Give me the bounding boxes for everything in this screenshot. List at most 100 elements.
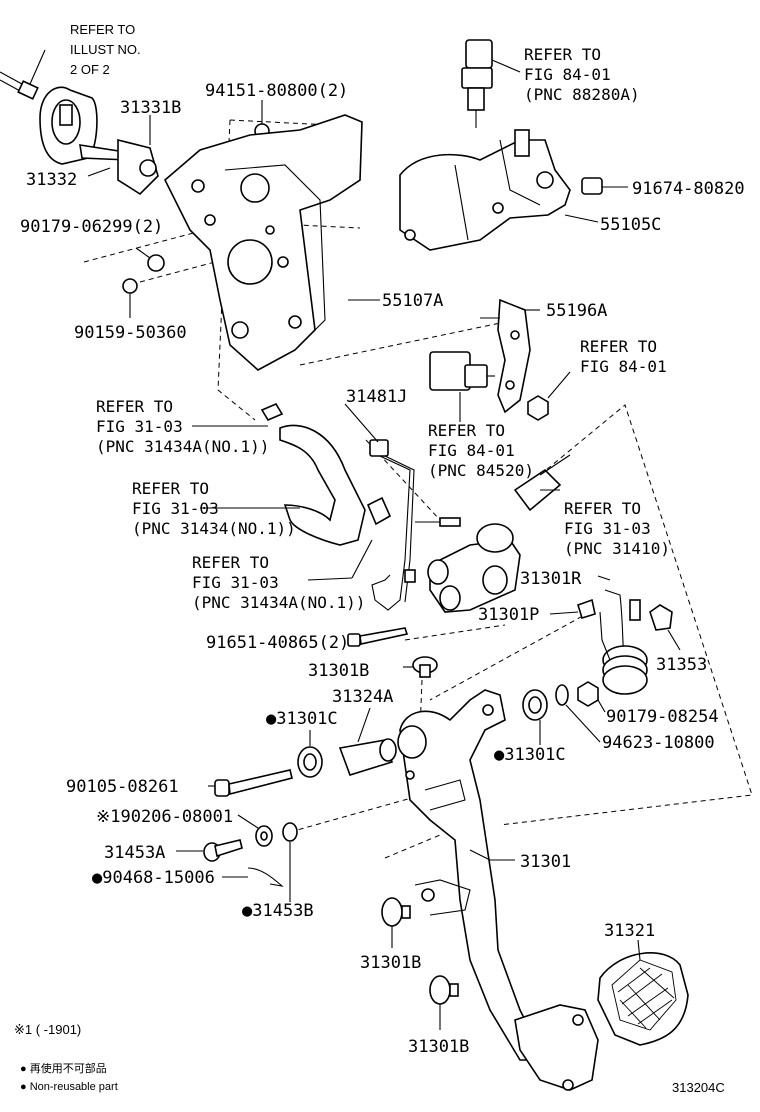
reservoir-hose [260, 402, 392, 546]
part-labels: REFER TO ILLUST NO. 2 OF 2 31331B 31332 94… [20, 22, 745, 1057]
pin-31453A [203, 839, 243, 862]
clip-90468 [247, 867, 284, 887]
label-31481J: 31481J [346, 387, 407, 407]
label-31453A: 31453A [104, 843, 165, 863]
washer-90206 [255, 825, 273, 847]
label-55105C: 55105C [600, 215, 661, 235]
turnover-spring-31301R [599, 589, 648, 695]
shaft-31331B [79, 115, 159, 196]
ref-84-01-a-line1: REFER TO [524, 45, 601, 64]
nut-switch [527, 371, 571, 421]
ref-31-03-d-line3: (PNC 31434A(NO.1)) [192, 593, 365, 612]
label-94151-80800: 94151-80800(2) [205, 81, 348, 101]
stop-lamp-switch [461, 39, 493, 128]
clutch-pipe-31481J [369, 439, 416, 611]
stopper-31301B-mid [381, 897, 411, 927]
label-90105-08261: 90105-08261 [66, 777, 179, 797]
label-91674-80820: 91674-80820 [632, 179, 745, 199]
ref-84-01-c-line3: (PNC 84520) [428, 461, 534, 480]
collar-31324A [338, 738, 397, 776]
nut-90179-08254 [577, 681, 606, 713]
ref-84-01-b-line2: FIG 84-01 [580, 357, 667, 376]
stopper-31301B-bot [429, 975, 459, 1005]
label-90206-08001: ※190206-08001 [96, 807, 233, 827]
label-31301C-left: ●31301C [266, 709, 338, 729]
bush-31453B [282, 822, 298, 902]
label-55196A: 55196A [546, 301, 607, 321]
bolt-91674-80820 [581, 177, 628, 195]
bolt-94151-80800 [254, 100, 270, 139]
switch-bracket-55196A [480, 298, 540, 414]
label-31331B: 31331B [120, 98, 181, 118]
label-90179-06299: 90179-06299(2) [20, 217, 163, 237]
label-31453B: ●31453B [242, 901, 314, 921]
ref-84-01-a-line2: FIG 84-01 [524, 65, 611, 84]
ref-31-03-a-line2: FIG 31-03 [96, 417, 183, 436]
label-31301B-mid: 31301B [360, 953, 421, 973]
label-31301C-right: ●31301C [494, 745, 566, 765]
pedal-support-55107A [164, 114, 380, 371]
ref-illust-line2: ILLUST NO. [70, 42, 141, 57]
label-90468-15006: ●90468-15006 [92, 868, 215, 888]
ref-31-03-b-line2: FIG 31-03 [132, 499, 219, 518]
bolt-90159-50360 [122, 278, 138, 318]
label-31321: 31321 [604, 921, 655, 941]
switch-84520 [429, 351, 495, 391]
leader-lines [176, 59, 611, 1030]
pedal-pad-base [514, 1004, 599, 1091]
clip-31301P [577, 598, 596, 619]
figure-code: 313204C [672, 1080, 725, 1095]
bush-31301C-left [297, 746, 323, 778]
label-31301P: 31301P [478, 605, 539, 625]
cushion-31301B-top [412, 656, 438, 678]
ref-31-03-c-line1: REFER TO [564, 499, 641, 518]
label-94623-10800: 94623-10800 [602, 733, 715, 753]
ref-31-03-b-line1: REFER TO [132, 479, 209, 498]
bush-31301C-right [522, 689, 548, 745]
label-31301R: 31301R [520, 569, 582, 589]
washer-94623 [555, 684, 601, 743]
ref-84-01-c-line1: REFER TO [428, 421, 505, 440]
bracket-55105C [399, 129, 599, 251]
label-31301: 31301 [520, 852, 571, 872]
cable-end-refer [0, 49, 46, 100]
label-31324A: 31324A [332, 687, 393, 707]
nut-90179-06299 [135, 247, 165, 272]
pedal-arm-31301 [397, 689, 547, 1061]
ref-31-03-c-line2: FIG 31-03 [564, 519, 651, 538]
legend-japanese: ● 再使用不可部品 [20, 1061, 107, 1075]
bolt-91651-40865 [347, 627, 409, 647]
ref-84-01-c-line2: FIG 84-01 [428, 441, 515, 460]
ref-84-01-b-line1: REFER TO [580, 337, 657, 356]
label-31301B-top: 31301B [308, 661, 369, 681]
clutch-master-cylinder [415, 454, 571, 613]
ref-illust-line3: 2 OF 2 [70, 62, 110, 77]
legend-english: ● Non-reusable part [20, 1081, 118, 1093]
bolt-90105-08261 [214, 769, 293, 797]
ref-31-03-d-line1: REFER TO [192, 553, 269, 572]
label-91651-40865: 91651-40865(2) [206, 633, 349, 653]
ref-31-03-d-line2: FIG 31-03 [192, 573, 279, 592]
label-31353: 31353 [656, 655, 707, 675]
ref-31-03-b-line3: (PNC 31434(NO.1)) [132, 519, 296, 538]
cushion-31353 [649, 604, 681, 651]
label-31301B-bot: 31301B [408, 1037, 469, 1057]
pedal-pad-31321 [597, 939, 689, 1046]
label-31332: 31332 [26, 170, 77, 190]
ref-illust-line1: REFER TO [70, 22, 135, 37]
label-90179-08254: 90179-08254 [606, 707, 719, 727]
label-90159-50360: 90159-50360 [74, 323, 187, 343]
label-55107A: 55107A [382, 291, 443, 311]
ref-84-01-a-line3: (PNC 88280A) [524, 85, 640, 104]
footnote-1: ※1 ( -1901) [14, 1022, 81, 1037]
footnotes: ※1 ( -1901) ● 再使用不可部品 ● Non-reusable par… [14, 1022, 725, 1095]
